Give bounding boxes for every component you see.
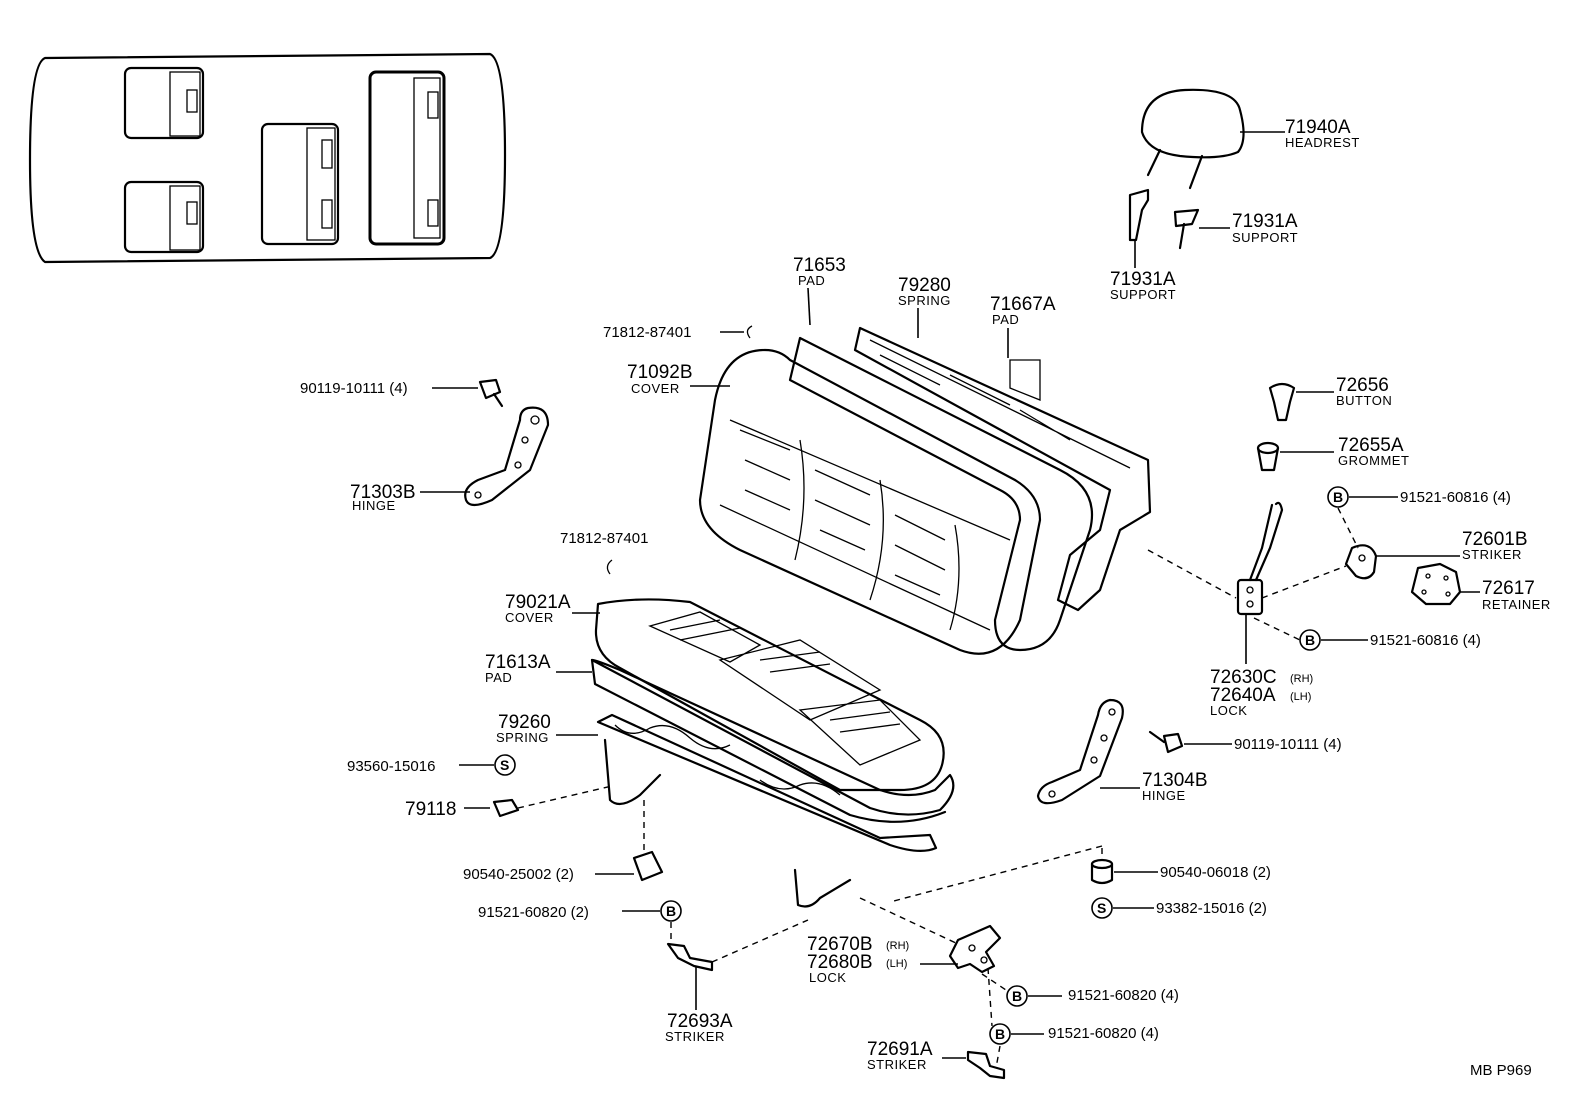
s-screw-left-marker: S	[494, 754, 516, 776]
striker-lower-right-number: 72691A	[867, 1039, 933, 1060]
hinge-right-number: 71304B	[1142, 770, 1208, 791]
seat-cushion-drawing	[590, 598, 955, 908]
clip-top-number: 71812-87401	[603, 324, 691, 341]
striker-lower-right-drawing	[942, 1045, 1006, 1080]
svg-text:B: B	[1305, 632, 1315, 648]
bolt-top-left-number: 90119-10111 (4)	[300, 380, 408, 397]
hinge-right-label: HINGE	[1142, 788, 1186, 803]
lock-upper-rh-tag: (RH)	[1290, 673, 1313, 685]
striker-upper-label: STRIKER	[1462, 547, 1522, 562]
back-spring-number: 79280	[898, 275, 951, 296]
s-screw-right-number: 93382-15016 (2)	[1156, 900, 1267, 917]
headrest-label: HEADREST	[1285, 135, 1360, 150]
svg-text:B: B	[995, 1026, 1005, 1042]
bolt-b-upper-number: 91521-60816 (4)	[1400, 489, 1511, 506]
cushion-left-number: 90540-25002 (2)	[463, 866, 574, 883]
support-drawings	[1128, 188, 1230, 268]
clip-mid-number: 71812-87401	[560, 530, 648, 547]
part-79118-number: 79118	[405, 799, 456, 820]
hinge-left-number: 71303B	[350, 482, 416, 503]
bolt-right-drawing	[1148, 730, 1232, 754]
retainer-drawing	[1410, 562, 1480, 606]
cushion-right-drawing	[889, 845, 1158, 903]
back-cover-number: 71092B	[627, 362, 693, 383]
svg-text:B: B	[1333, 489, 1343, 505]
support-left-number: 71931A	[1110, 269, 1176, 290]
bolt-drawing	[478, 378, 504, 408]
retainer-label: RETAINER	[1482, 597, 1551, 612]
hinge-left-label: HINGE	[352, 498, 396, 513]
bolt-right-number: 90119-10111 (4)	[1234, 736, 1342, 753]
svg-text:S: S	[1097, 900, 1106, 916]
striker-upper-number: 72601B	[1462, 529, 1528, 550]
svg-text:S: S	[500, 757, 509, 773]
vehicle-seat-locator	[28, 52, 507, 264]
support-right-label: SUPPORT	[1232, 230, 1298, 245]
lock-lower-drawing	[859, 897, 1002, 974]
back-spring-label: SPRING	[898, 293, 951, 308]
striker-lower-left-drawing	[666, 942, 714, 1010]
hinge-right-drawing	[1036, 698, 1140, 805]
lock-upper-lh-number: 72640A	[1210, 685, 1276, 706]
button-drawing	[1268, 382, 1334, 422]
lock-lower-lh-number: 72680B	[807, 952, 873, 973]
svg-text:B: B	[666, 903, 676, 919]
bolt-b-left-marker: B	[660, 900, 682, 922]
back-pad-number: 71653	[793, 255, 846, 276]
svg-text:B: B	[1012, 988, 1022, 1004]
lock-lower-label: LOCK	[809, 970, 846, 985]
headrest-number: 71940A	[1285, 117, 1351, 138]
button-label: BUTTON	[1336, 393, 1392, 408]
bolt-b-mid-number: 91521-60816 (4)	[1370, 632, 1481, 649]
seat-pad-label: PAD	[485, 670, 512, 685]
seat-cover-label: COVER	[505, 610, 554, 625]
retainer-number: 72617	[1482, 578, 1535, 599]
lock-lower-rh-number: 72670B	[807, 934, 873, 955]
cushion-left-drawing	[595, 800, 664, 882]
lock-upper-label: LOCK	[1210, 703, 1247, 718]
bolt-b-upper: B	[1327, 486, 1398, 508]
striker-lower-left-label: STRIKER	[665, 1029, 725, 1044]
lock-upper-rh-number: 72630C	[1210, 667, 1277, 688]
bolt-b-low1-number: 91521-60820 (4)	[1068, 987, 1179, 1004]
support-right-number: 71931A	[1232, 211, 1298, 232]
back-pad-rear-label: PAD	[992, 312, 1019, 327]
grommet-label: GROMMET	[1338, 453, 1409, 468]
cushion-right-number: 90540-06018 (2)	[1160, 864, 1271, 881]
seat-back-drawing	[698, 326, 1152, 655]
lock-upper-lh-tag: (LH)	[1290, 691, 1311, 703]
headrest-drawing	[1140, 88, 1285, 190]
bolt-b-low2-marker: B	[989, 1023, 1044, 1045]
bolt-b-mid: B	[1299, 629, 1368, 651]
s-screw-left-number: 93560-15016	[347, 758, 435, 775]
lock-lower-rh-tag: (RH)	[886, 940, 909, 952]
striker-upper-drawing	[1344, 544, 1460, 580]
back-cover-label: COVER	[631, 381, 680, 396]
seat-cover-number: 79021A	[505, 592, 571, 613]
diagram-code: MB P969	[1470, 1062, 1532, 1079]
seat-spring-label: SPRING	[496, 730, 549, 745]
bolt-b-low2-number: 91521-60820 (4)	[1048, 1025, 1159, 1042]
hinge-left-drawing	[464, 406, 550, 507]
lock-upper-drawing	[1236, 501, 1284, 664]
seat-pad-number: 71613A	[485, 652, 551, 673]
bolt-b-left-number: 91521-60820 (2)	[478, 904, 589, 921]
back-pad-rear-number: 71667A	[990, 294, 1056, 315]
striker-lower-left-number: 72693A	[667, 1011, 733, 1032]
s-screw-right-marker: S	[1091, 897, 1154, 919]
grommet-drawing	[1256, 441, 1334, 472]
support-left-label: SUPPORT	[1110, 287, 1176, 302]
bolt-b-low1-marker: B	[1006, 985, 1062, 1007]
striker-lower-right-label: STRIKER	[867, 1057, 927, 1072]
back-pad-label: PAD	[798, 273, 825, 288]
grommet-number: 72655A	[1338, 435, 1404, 456]
button-number: 72656	[1336, 375, 1389, 396]
seat-spring-number: 79260	[498, 712, 551, 733]
lock-lower-lh-tag: (LH)	[886, 958, 907, 970]
